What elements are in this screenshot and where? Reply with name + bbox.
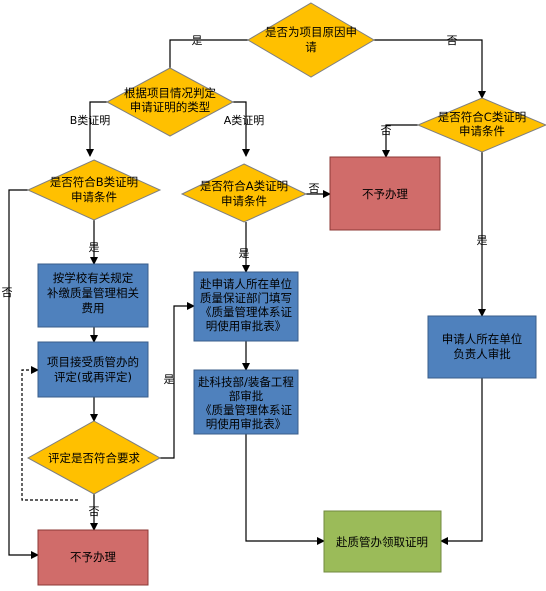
decision-meets-line1: 评定是否符合要求 <box>48 451 140 465</box>
collect-cert-label: 赴质管办领取证明 <box>336 535 428 549</box>
decision-c-line1: 是否符合C类证明 <box>438 110 527 124</box>
dept-approval-line1: 赴科技部/装备工程 <box>198 375 294 389</box>
decision-project-reason-line1: 是否为项目原因申 <box>265 25 357 39</box>
fill-form-line2: 质量保证部门填写 <box>200 291 292 305</box>
label-project-no: 否 <box>447 34 458 47</box>
process-reject-top: 不予办理 <box>329 156 441 231</box>
label-project-yes: 是 <box>192 34 203 47</box>
edges <box>8 39 486 559</box>
fill-form-line4: 明使用审批表》 <box>206 319 287 333</box>
svg-text:是否符合C类证明申请条件: 是否符合C类证明申请条件 <box>438 110 527 138</box>
label-a-yes: 是 <box>239 247 250 260</box>
pay-fees-line2: 补缴质量管理相关 <box>47 286 139 300</box>
svg-text:不予办理: 不予办理 <box>362 187 408 201</box>
edge-labels: 是 否 B类证明 A类证明 否 是 是 否 是 否 是 否 <box>2 34 488 518</box>
unit-approval-line2: 负责人审批 <box>453 347 511 361</box>
svg-text:按学校有关规定补缴质量管理相关费用: 按学校有关规定补缴质量管理相关费用 <box>47 271 139 315</box>
edge-unit-to-collect <box>440 378 483 545</box>
label-check-yes: 是 <box>164 373 175 386</box>
reject-top-label: 不予办理 <box>362 187 408 201</box>
decision-project-reason: 是否为项目原因申请 <box>247 2 375 78</box>
decision-a-conditions: 是否符合A类证明申请条件 <box>180 163 308 223</box>
dept-approval-line4: 明使用审批表》 <box>206 417 287 431</box>
label-type-a: A类证明 <box>224 113 265 127</box>
decision-meets-requirement: 评定是否符合要求 <box>26 420 162 495</box>
accept-eval-line2: 评定(或再评定) <box>54 370 132 384</box>
process-unit-approval: 申请人所在单位负责人审批 <box>427 315 537 379</box>
label-b-no: 否 <box>2 286 13 299</box>
process-pay-fees: 按学校有关规定补缴质量管理相关费用 <box>37 263 149 328</box>
svg-text:是否符合A类证明申请条件: 是否符合A类证明申请条件 <box>200 179 288 208</box>
accept-eval-line1: 项目接受质管办的 <box>47 355 139 369</box>
svg-text:赴科技部/装备工程部审批《质量管理体系证明使用审批表》: 赴科技部/装备工程部审批《质量管理体系证明使用审批表》 <box>198 375 294 431</box>
label-type-b: B类证明 <box>70 113 111 127</box>
decision-project-reason-line2: 请 <box>305 40 317 54</box>
label-c-no: 否 <box>381 124 392 137</box>
decision-a-line2: 申请条件 <box>221 194 267 208</box>
label-check-no: 否 <box>89 505 100 518</box>
label-c-yes: 是 <box>477 234 488 247</box>
unit-approval-line1: 申请人所在单位 <box>442 332 523 346</box>
dept-approval-line3: 《质量管理体系证 <box>200 403 292 417</box>
pay-fees-line3: 费用 <box>82 301 105 315</box>
edge-type-a <box>233 101 250 157</box>
dept-approval-line2: 部审批 <box>229 389 264 403</box>
decision-cert-type-line1: 根据项目情况判定 <box>124 86 216 100</box>
svg-text:根据项目情况判定申请证明的类型: 根据项目情况判定申请证明的类型 <box>124 86 216 114</box>
decision-cert-type: 根据项目情况判定申请证明的类型 <box>105 67 235 137</box>
decision-b-conditions: 是否符合B类证明申请条件 <box>26 159 162 221</box>
process-reject-bottom: 不予办理 <box>37 529 149 586</box>
decision-b-line2: 申请条件 <box>71 190 117 204</box>
svg-text:是否为项目原因申请: 是否为项目原因申请 <box>265 25 357 54</box>
decision-c-line2: 申请条件 <box>459 124 505 138</box>
decision-a-line1: 是否符合A类证明 <box>200 179 288 193</box>
edge-project-no <box>374 39 486 99</box>
fill-form-line3: 《质量管理体系证 <box>200 305 292 319</box>
svg-text:评定是否符合要求: 评定是否符合要求 <box>48 451 140 465</box>
svg-text:赴质管办领取证明: 赴质管办领取证明 <box>336 535 428 549</box>
edge-type-b <box>86 101 107 157</box>
process-fill-form: 赴申请人所在单位质量保证部门填写《质量管理体系证明使用审批表》 <box>193 271 299 342</box>
label-a-no: 否 <box>309 182 320 195</box>
edge-b-no <box>8 189 39 559</box>
svg-text:申请人所在单位负责人审批: 申请人所在单位负责人审批 <box>442 332 523 361</box>
edge-check-yes <box>160 302 195 459</box>
svg-text:项目接受质管办的评定(或再评定): 项目接受质管办的评定(或再评定) <box>47 355 139 384</box>
label-b-yes: 是 <box>89 241 100 254</box>
reject-bottom-label: 不予办理 <box>70 550 116 564</box>
edge-c-no <box>382 124 418 158</box>
decision-cert-type-line2: 申请证明的类型 <box>130 100 211 114</box>
edge-dept-to-collect <box>245 434 325 545</box>
svg-text:不予办理: 不予办理 <box>70 550 116 564</box>
svg-text:是否符合B类证明申请条件: 是否符合B类证明申请条件 <box>50 175 138 204</box>
decision-c-conditions: 是否符合C类证明申请条件 <box>416 97 546 153</box>
svg-text:赴申请人所在单位质量保证部门填写《质量管理体系证明使用审批表: 赴申请人所在单位质量保证部门填写《质量管理体系证明使用审批表》 <box>200 277 292 333</box>
fill-form-line1: 赴申请人所在单位 <box>200 277 292 291</box>
edge-check-loop <box>21 366 78 501</box>
process-dept-approval: 赴科技部/装备工程部审批《质量管理体系证明使用审批表》 <box>193 369 299 435</box>
process-accept-evaluation: 项目接受质管办的评定(或再评定) <box>37 341 149 398</box>
decision-b-line1: 是否符合B类证明 <box>50 175 138 189</box>
process-collect-cert: 赴质管办领取证明 <box>323 510 442 573</box>
pay-fees-line1: 按学校有关规定 <box>53 271 134 285</box>
